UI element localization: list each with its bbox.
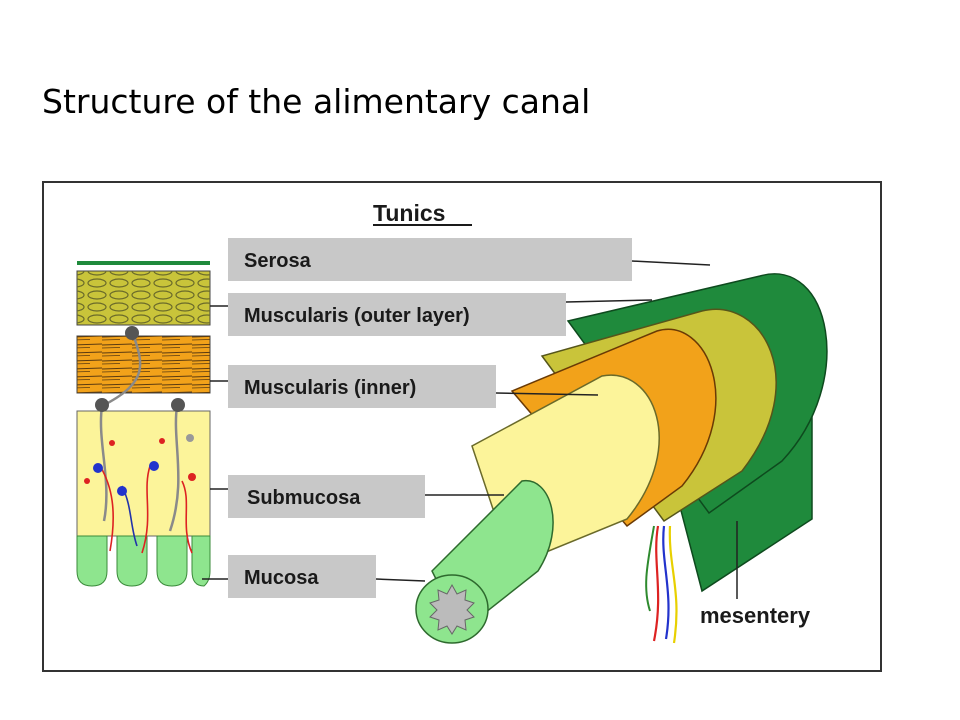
nerve-fiber — [168, 405, 180, 532]
mesentery-label: mesentery — [700, 603, 811, 628]
villus — [156, 535, 188, 587]
label-text: Submucosa — [247, 487, 361, 509]
mesentery-vessel-green — [645, 525, 655, 612]
label-box — [228, 238, 632, 281]
artery — [99, 465, 114, 552]
vessel-dot — [93, 463, 103, 473]
label-mesentery: mesentery — [700, 521, 811, 628]
label-text: Muscularis (inner) — [244, 377, 416, 399]
ganglion-cell — [171, 398, 185, 412]
leader-line — [375, 578, 426, 582]
vessel-dot — [117, 486, 127, 496]
artery — [181, 480, 193, 554]
lumen — [429, 583, 475, 635]
outer-muscle-cells — [77, 271, 210, 325]
submucosa-block — [76, 410, 211, 537]
vessel-dot — [109, 440, 115, 446]
vessel-dot — [159, 438, 165, 444]
leader-line — [631, 260, 711, 266]
label-text: Serosa — [244, 250, 312, 272]
serosa-strip — [77, 261, 210, 265]
label-serosa: Serosa — [228, 238, 711, 281]
villus — [191, 535, 211, 587]
villus — [116, 535, 148, 587]
vessel-dot — [188, 473, 196, 481]
wall-section — [76, 261, 211, 587]
label-box — [228, 365, 496, 408]
vessel-dot — [84, 478, 90, 484]
label-muscularis-outer: Muscularis (outer layer) — [210, 293, 653, 336]
mesentery-vessel-red — [652, 525, 660, 642]
label-box — [228, 555, 376, 598]
artery — [141, 465, 151, 554]
vessel-dot — [149, 461, 159, 471]
label-box — [228, 475, 425, 518]
tunics-diagram: Tunics — [42, 181, 882, 672]
inner-muscle-fibers — [77, 336, 210, 393]
leader-line — [565, 299, 653, 303]
label-text: Muscularis (outer layer) — [244, 305, 470, 327]
label-submucosa: Submucosa — [210, 475, 504, 518]
leader-line — [495, 392, 599, 396]
tube-illustration — [415, 273, 828, 644]
label-mucosa: Mucosa — [202, 555, 426, 598]
slide-title: Structure of the alimentary canal — [42, 82, 591, 121]
label-text: Mucosa — [244, 567, 319, 589]
label-box — [228, 293, 566, 336]
ganglion-cell — [95, 398, 109, 412]
ganglion-cell — [125, 326, 139, 340]
villus — [76, 535, 108, 587]
figure-heading: Tunics — [373, 200, 445, 226]
vessel-dot — [186, 434, 194, 442]
mesentery-vessel-blue — [662, 525, 670, 640]
label-muscularis-inner: Muscularis (inner) — [210, 365, 599, 408]
mesentery-vessel-yellow — [668, 525, 678, 644]
